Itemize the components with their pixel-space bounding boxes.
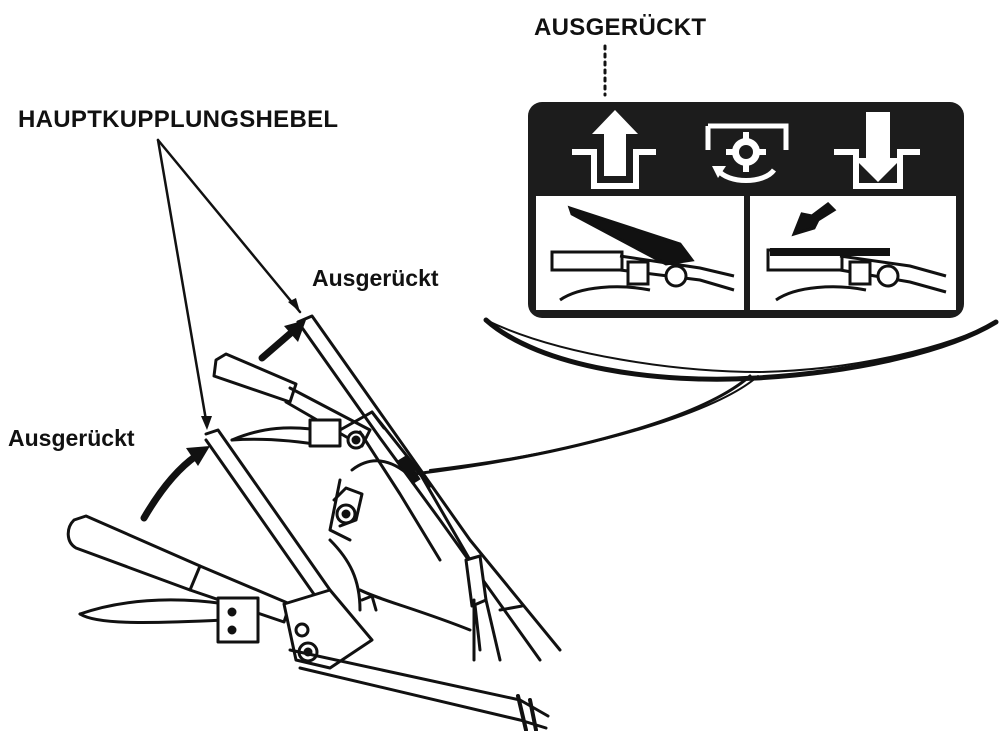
arrow-up-icon [572,110,656,189]
right-lever-state-label: Ausgerückt [312,265,439,291]
gear-icon [705,123,789,183]
main-clutch-lever-label: HAUPTKUPPLUNGSHEBEL [18,106,339,133]
motion-arrow-left [140,446,210,522]
clutch-decal [528,102,964,318]
lower-handlebar [66,428,550,731]
lever-disengaged-icon [550,205,735,302]
lever-engaged-icon [766,202,947,302]
label-leader-lines [156,138,302,428]
left-lever-state-label: Ausgerückt [8,425,135,451]
decal-callout [412,317,999,476]
center-linkage [328,410,524,662]
arrow-down-icon [834,112,920,189]
decal-state-label: AUSGERÜCKT [534,14,707,41]
